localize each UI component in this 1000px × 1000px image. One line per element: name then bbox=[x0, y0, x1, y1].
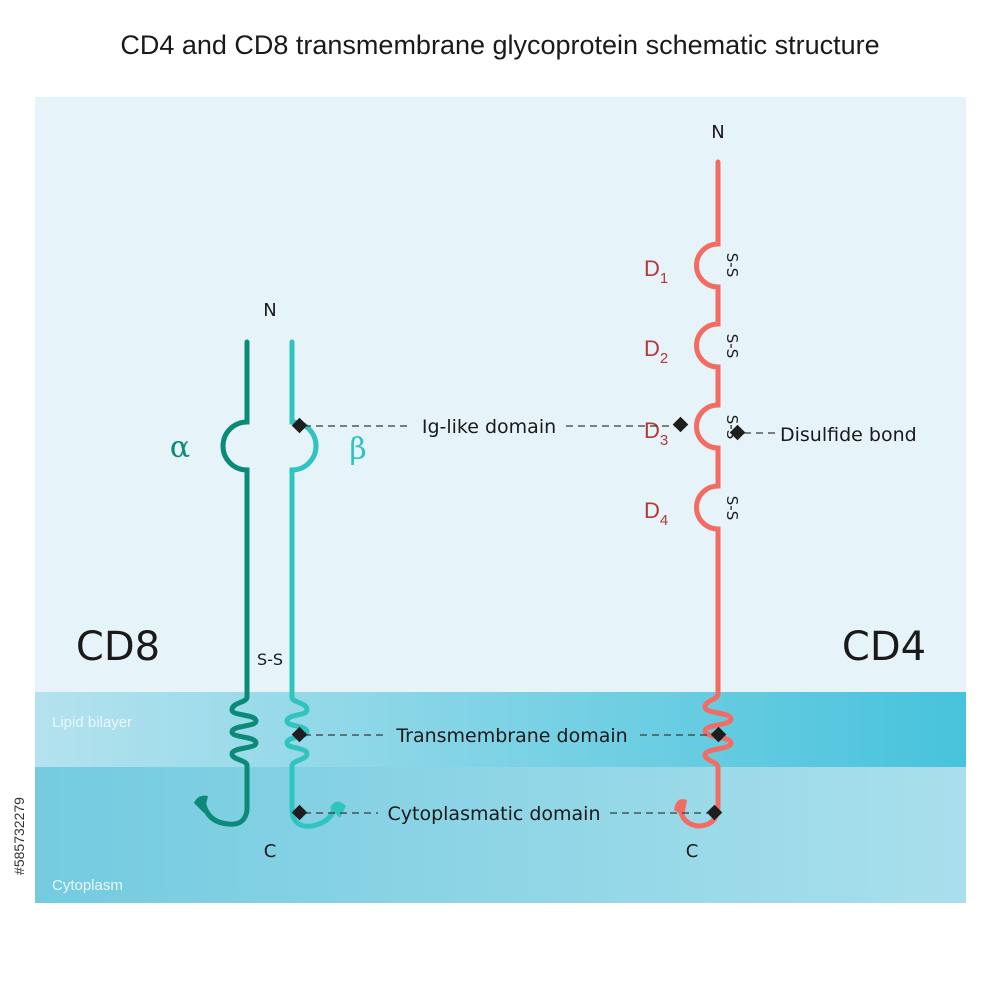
cd8-alpha-tail-end bbox=[194, 795, 208, 813]
cd8-beta-tail-end bbox=[330, 801, 346, 818]
cytoplasm-label: Cytoplasm bbox=[52, 877, 123, 894]
cd4-disulfide-1: S-S bbox=[723, 253, 741, 277]
cd8-beta-transmembrane-coil bbox=[284, 694, 310, 769]
cd8-alpha-cytoplasmic-tail bbox=[200, 763, 250, 827]
cd4-domain-2-label: D2 bbox=[644, 336, 668, 367]
cd4-n-terminus: N bbox=[711, 122, 724, 143]
cd4-domain-labels: D1 D2 D3 D4 bbox=[644, 256, 668, 529]
cytoplasm-region bbox=[35, 767, 966, 903]
cd8-alpha-transmembrane-coil bbox=[229, 694, 259, 769]
transmembrane-domain-label: Transmembrane domain bbox=[395, 725, 627, 747]
cd4-name: CD4 bbox=[842, 624, 926, 670]
ig-like-domain-label: Ig-like domain bbox=[422, 416, 556, 438]
cd4-tail-end bbox=[674, 799, 687, 816]
extracellular-region bbox=[35, 97, 966, 693]
cd8-beta-cytoplasmic-tail bbox=[289, 763, 338, 829]
lipid-bilayer-region bbox=[35, 692, 966, 768]
cd4-domain-3-label: D3 bbox=[644, 418, 668, 449]
cd8-alpha-label: α bbox=[170, 430, 190, 465]
cd8-name: CD8 bbox=[76, 624, 160, 670]
cd4-domain-4-label: D4 bbox=[644, 498, 668, 529]
cd4-domain-1-label: D1 bbox=[644, 256, 668, 287]
cd4-c-terminus: C bbox=[686, 841, 699, 862]
stock-id-watermark: #585732279 bbox=[11, 797, 27, 875]
disulfide-bond-label: Disulfide bond bbox=[780, 424, 917, 446]
lipid-bilayer-label: Lipid bilayer bbox=[52, 714, 132, 731]
cd4-disulfide-2: S-S bbox=[723, 334, 741, 358]
cd4-transmembrane-coil bbox=[702, 691, 734, 771]
stock-id-text: #585732279 bbox=[11, 797, 27, 875]
cd4-disulfide-4: S-S bbox=[723, 496, 741, 520]
annotation-leaders bbox=[304, 425, 776, 814]
cd8-alpha-chain bbox=[200, 339, 259, 827]
cd8-disulfide-label: S-S bbox=[257, 650, 283, 669]
cd8-beta-label: β bbox=[349, 432, 366, 467]
page-title: CD4 and CD8 transmembrane glycoprotein s… bbox=[120, 30, 880, 60]
cytoplasmatic-domain-label: Cytoplasmatic domain bbox=[388, 803, 601, 825]
cd8-c-terminus: C bbox=[264, 841, 277, 862]
cytoplasmatic-marker-cd4 bbox=[706, 804, 723, 821]
transmembrane-marker-cd4 bbox=[710, 726, 727, 743]
cd8-n-terminus: N bbox=[263, 300, 276, 321]
